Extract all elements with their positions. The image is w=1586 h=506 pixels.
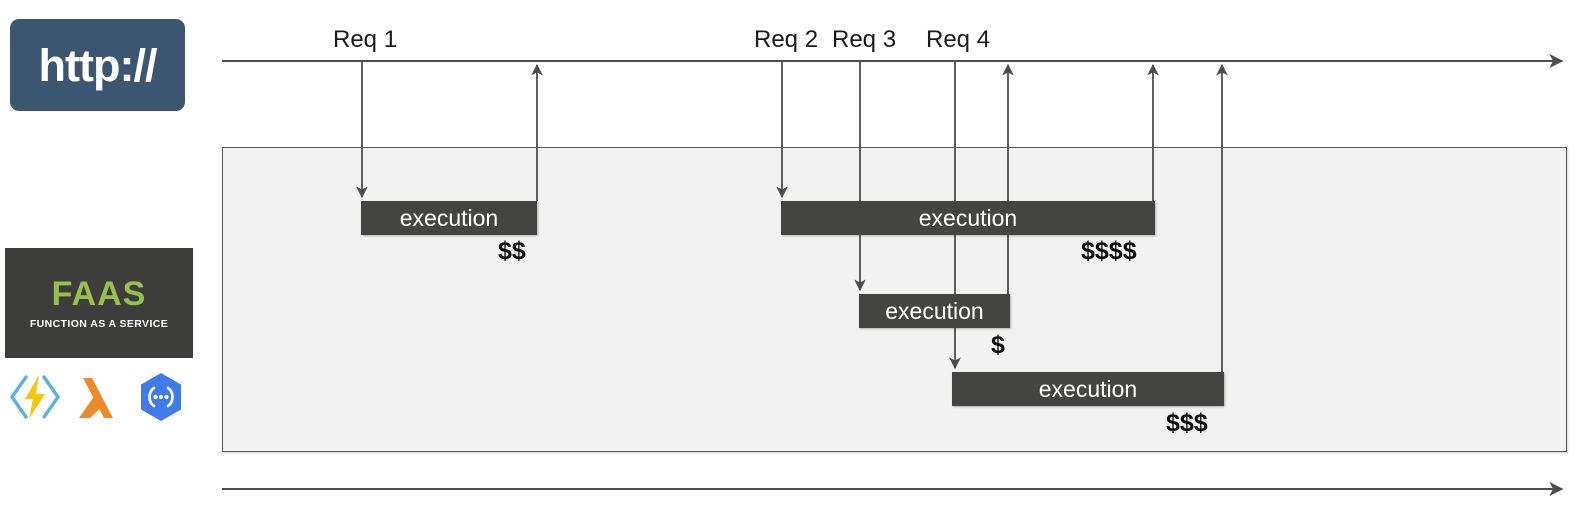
faas-logo: FAAS FUNCTION AS A SERVICE <box>5 248 193 358</box>
cost-label-2: $$$$ <box>1081 237 1137 265</box>
execution-bar-2-label: execution <box>918 204 1018 231</box>
request-label-1: Req 1 <box>333 26 398 53</box>
execution-bar-3: execution <box>859 294 1010 328</box>
cost-label-3: $ <box>991 331 1005 359</box>
google-cloud-functions-icon <box>141 373 181 421</box>
request-label-2: Req 2 <box>754 26 819 53</box>
faas-logo-subtitle: FUNCTION AS A SERVICE <box>29 317 169 330</box>
cloud-provider-icon-row <box>8 368 193 426</box>
cost-label-1: $$ <box>498 237 526 265</box>
http-logo-label: http:// <box>38 39 158 91</box>
request-label-4: Req 4 <box>926 26 991 53</box>
execution-bar-1-label: execution <box>399 204 499 231</box>
execution-bar-2: execution <box>781 201 1155 235</box>
execution-bar-1: execution <box>361 201 537 235</box>
cost-label-4: $$$ <box>1166 409 1208 437</box>
execution-bar-3-label: execution <box>885 297 984 324</box>
execution-bar-4: execution <box>952 372 1224 406</box>
azure-functions-icon <box>10 375 60 419</box>
logo-column: http:// FAAS FUNCTION AS A SERVICE <box>0 0 210 506</box>
execution-bar-4-label: execution <box>1038 375 1138 402</box>
http-protocol-logo: http:// <box>10 19 185 111</box>
faas-logo-title: FAAS <box>51 274 147 313</box>
request-label-3: Req 3 <box>832 26 897 53</box>
aws-lambda-icon <box>79 378 113 418</box>
